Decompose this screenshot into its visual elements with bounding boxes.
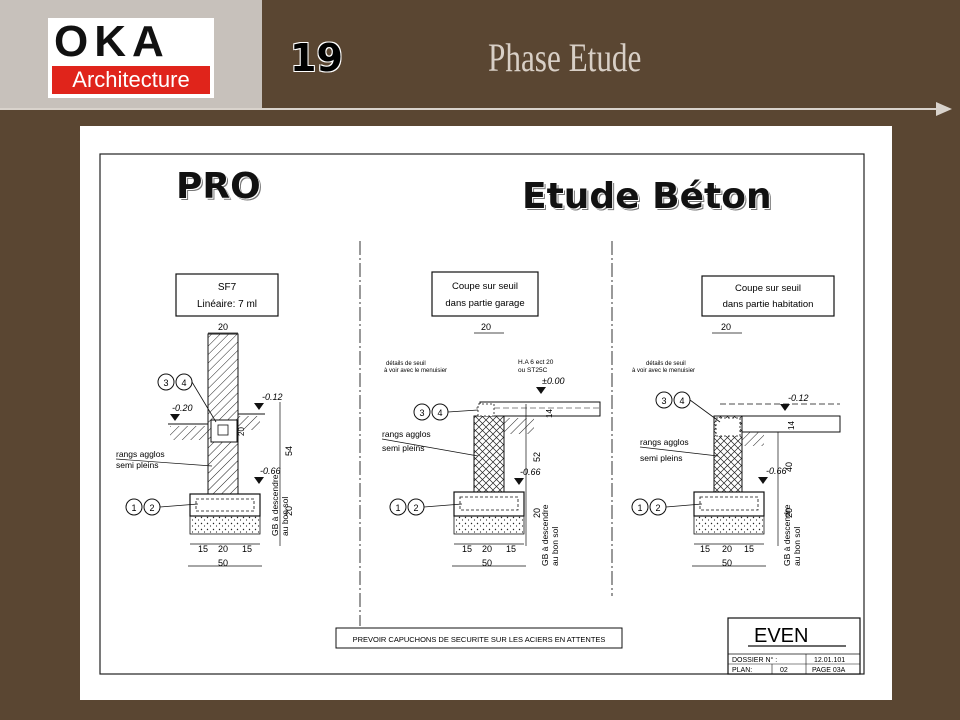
sheet-border [99, 153, 865, 675]
etude-beton-label: Etude Béton [522, 176, 772, 217]
drawing-annotation: GB à descendre [270, 474, 280, 536]
section-left: SF7 Linéaire: 7 ml 20 -0.12 -0.20 -0.66 [115, 273, 294, 568]
drawing-annotation: semi pleins [640, 453, 683, 463]
drawing-annotation: rangs agglos [382, 429, 431, 439]
drawing-annotation: 20 [482, 544, 492, 554]
drawing-annotation: 50 [218, 558, 228, 568]
drawing-annotation: semi pleins [382, 443, 425, 453]
drawing-annotation: 14 [787, 421, 796, 430]
drawing-annotation: 20 [532, 508, 542, 518]
drawing-annotation: 20 [722, 544, 732, 554]
drawing-annotation: 1 [637, 503, 642, 513]
box-title-line2: Linéaire: 7 ml [197, 299, 257, 310]
drawing-annotation: -0.20 [172, 403, 193, 413]
technical-drawing: SF7 Linéaire: 7 ml 20 -0.12 -0.20 -0.66 [99, 153, 865, 675]
drawing-annotation: rangs agglos [116, 449, 165, 459]
drawing-annotation: détails de seuil [646, 361, 686, 367]
drawing-annotation: dans partie habitation [723, 299, 814, 310]
drawing-annotation: 20 [218, 544, 228, 554]
drawing-annotation: 50 [722, 558, 732, 568]
drawing-annotation: 2 [149, 503, 154, 513]
drawing-annotation: 20 [481, 322, 491, 332]
drawing-annotation: DOSSIER N° : [732, 656, 777, 664]
section-middle: Coupe sur seuil dans partie garage 20 dé… [381, 271, 601, 568]
drawing-annotation: PAGE 03A [812, 667, 846, 674]
drawing-annotation: dans partie garage [445, 298, 524, 309]
arrow-right-icon [936, 102, 952, 116]
drawing-annotation: 02 [780, 667, 788, 674]
drawing-annotation: 20 [284, 506, 294, 516]
drawing-annotation: 4 [181, 378, 186, 388]
header-divider [0, 108, 940, 110]
box-title-line1: SF7 [218, 282, 237, 293]
drawing-annotation: 15 [700, 544, 710, 554]
drawing-annotation: 3 [163, 378, 168, 388]
drawing-annotation: ou ST25C [518, 367, 548, 374]
drawing-annotation: 14 [545, 409, 554, 418]
drawing-annotation: 1 [395, 503, 400, 513]
drawing-annotation: -0.66 [260, 466, 281, 476]
drawing-annotation: au bon sol [280, 497, 290, 536]
logo-subtitle: Architecture [52, 66, 210, 94]
drawing-annotation: 52 [532, 452, 542, 462]
drawing-annotation: 12.01.101 [814, 657, 845, 664]
drawing-annotation: GB à descendre [540, 504, 550, 566]
drawing-annotation: au bon sol [792, 527, 802, 566]
drawing-annotation: 4 [437, 408, 442, 418]
drawing-annotation: -0.12 [262, 392, 283, 402]
drawing-annotation: ±0.00 [542, 376, 564, 386]
header-logo-panel: OKA Architecture [0, 0, 262, 108]
footer-note-box [335, 627, 623, 649]
drawing-annotation: 15 [242, 544, 252, 554]
drawing-annotation: rangs agglos [640, 437, 689, 447]
drawing-annotation: 3 [419, 408, 424, 418]
drawing-annotation: 20 [237, 427, 246, 436]
drawing-annotation: -0.12 [788, 393, 809, 403]
drawing-annotation: 50 [482, 558, 492, 568]
drawing-annotation: semi pleins [116, 460, 159, 470]
phase-title: Phase Etude [488, 35, 642, 80]
drawing-sheet: SF7 Linéaire: 7 ml 20 -0.12 -0.20 -0.66 [80, 126, 892, 700]
title-block: EVEN DOSSIER N° : 12.01.101 PLAN: 02 PAG… [727, 617, 861, 675]
drawing-annotation: 1 [131, 503, 136, 513]
drawing-annotation: 54 [284, 446, 294, 456]
drawing-annotation: 4 [679, 396, 684, 406]
drawing-annotation: -0.66 [766, 466, 787, 476]
logo-wordmark: OKA [54, 17, 170, 66]
drawing-annotation: à voir avec le menuisier [384, 368, 447, 374]
drawing-annotation: 15 [462, 544, 472, 554]
drawing-annotation: détails de seuil [386, 361, 426, 367]
drawing-annotation: H.A 6 ect 20 [518, 359, 554, 366]
drawing-annotation: GB à descendre [782, 504, 792, 566]
page-number: 19 [290, 36, 343, 80]
drawing-annotation: PLAN: [732, 667, 752, 674]
drawing-annotation: 20 [218, 322, 228, 332]
drawing-annotation: -0.66 [520, 467, 541, 477]
drawing-annotation: 15 [198, 544, 208, 554]
drawing-annotation: 20 [784, 508, 794, 518]
drawing-annotation: 40 [784, 462, 794, 472]
company-logo: OKA Architecture [48, 18, 214, 98]
drawing-annotation: Coupe sur seuil [452, 281, 518, 292]
pro-label: PRO [176, 166, 261, 207]
drawing-annotation: 15 [744, 544, 754, 554]
footer-note: PREVOIR CAPUCHONS DE SECURITE SUR LES AC… [353, 635, 606, 644]
drawing-annotation: 20 [721, 322, 731, 332]
drawing-annotation: 15 [506, 544, 516, 554]
drawing-annotation: 2 [413, 503, 418, 513]
drawing-annotation: 3 [661, 396, 666, 406]
project-name: EVEN [754, 625, 808, 647]
drawing-annotation: 2 [655, 503, 660, 513]
drawing-annotation: à voir avec le menuisier [632, 368, 695, 374]
drawing-annotation: au bon sol [550, 527, 560, 566]
drawing-annotation: Coupe sur seuil [735, 283, 801, 294]
section-right: Coupe sur seuil dans partie habitation 2… [631, 275, 841, 568]
